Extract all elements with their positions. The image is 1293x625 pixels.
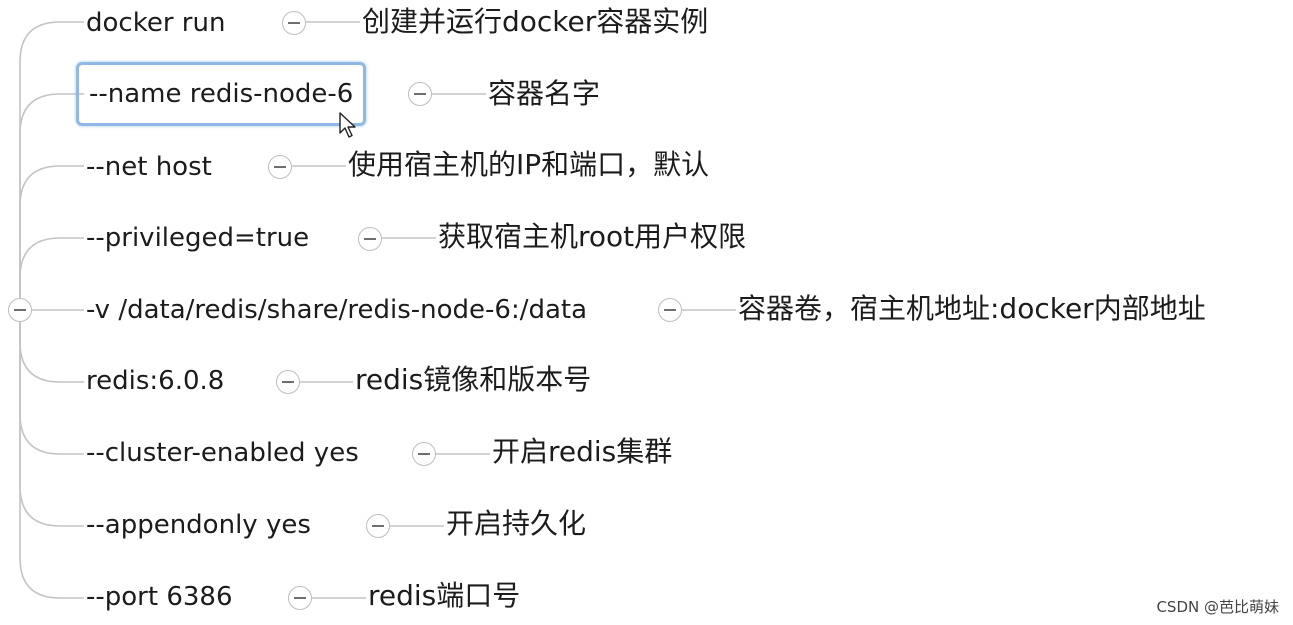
param-volume[interactable]: -v /data/redis/share/redis-node-6:/data	[86, 295, 588, 325]
root-collapse-icon[interactable]	[8, 298, 32, 322]
param-docker-run[interactable]: docker run	[86, 8, 226, 38]
note-appendonly[interactable]: 开启持久化	[446, 507, 587, 540]
branch-connector	[19, 21, 84, 298]
mouse-pointer-icon	[339, 112, 356, 138]
note-image[interactable]: redis镜像和版本号	[355, 363, 592, 396]
branch-connector	[19, 237, 84, 298]
collapse-icon-docker-run[interactable]	[282, 11, 306, 35]
branch-connector	[19, 322, 84, 527]
collapse-icon-volume[interactable]	[658, 298, 682, 322]
note-port[interactable]: redis端口号	[368, 579, 521, 612]
collapse-icon-appendonly[interactable]	[366, 514, 390, 538]
collapse-icon-net[interactable]	[268, 155, 292, 179]
note-cluster[interactable]: 开启redis集群	[492, 435, 673, 468]
note-privileged[interactable]: 获取宿主机root用户权限	[438, 220, 747, 253]
collapse-icon-cluster[interactable]	[412, 442, 436, 466]
branch-connector	[19, 93, 84, 298]
collapse-icon-name[interactable]	[408, 82, 432, 106]
param-name-selected[interactable]: --name redis-node-6	[76, 62, 367, 126]
note-docker-run[interactable]: 创建并运行docker容器实例	[362, 5, 709, 38]
note-name[interactable]: 容器名字	[488, 77, 601, 110]
param-appendonly[interactable]: --appendonly yes	[86, 510, 311, 540]
branch-connector	[19, 165, 84, 298]
param-image[interactable]: redis:6.0.8	[86, 366, 225, 396]
branch-connector	[19, 322, 84, 383]
note-net[interactable]: 使用宿主机的IP和端口，默认	[348, 148, 710, 181]
param-port[interactable]: --port 6386	[86, 582, 233, 612]
param-cluster[interactable]: --cluster-enabled yes	[86, 438, 359, 468]
param-net[interactable]: --net host	[86, 152, 212, 182]
note-volume[interactable]: 容器卷，宿主机地址:docker内部地址	[738, 292, 1206, 325]
collapse-icon-privileged[interactable]	[358, 227, 382, 251]
param-privileged[interactable]: --privileged=true	[86, 223, 310, 253]
branch-connector	[19, 322, 84, 455]
watermark: CSDN @芭比萌妹	[1156, 598, 1279, 616]
branch-connector	[19, 322, 84, 599]
collapse-icon-port[interactable]	[288, 586, 312, 610]
collapse-icon-image[interactable]	[276, 370, 300, 394]
